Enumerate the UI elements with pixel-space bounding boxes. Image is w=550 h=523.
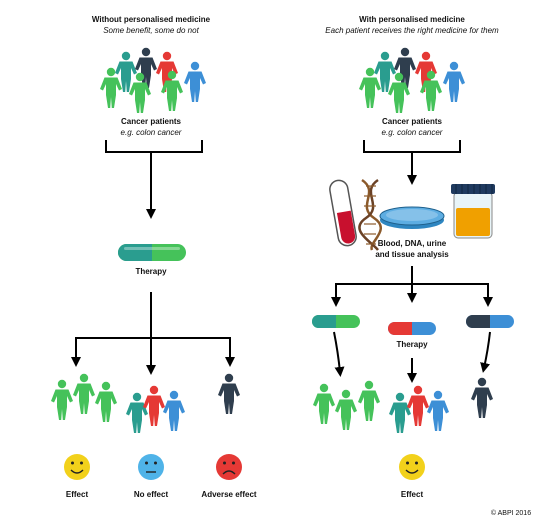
right-therapy-label: Therapy xyxy=(396,340,428,349)
right-pill-green xyxy=(312,315,360,328)
right-green-group xyxy=(313,380,380,430)
sad-face-icon xyxy=(216,454,242,480)
left-patients-example: e.g. colon cancer xyxy=(120,128,182,137)
petri-dish-icon xyxy=(379,206,445,229)
right-navy-group xyxy=(471,377,493,418)
left-no-effect-group xyxy=(126,385,185,433)
no-effect-label: No effect xyxy=(133,490,169,499)
left-subtitle: Some benefit, some do not xyxy=(103,26,199,35)
right-pill-navy-blue xyxy=(466,315,514,328)
left-patients-label: Cancer patients xyxy=(120,117,182,126)
left-title: Without personalised medicine xyxy=(91,15,211,24)
copyright-notice: © ABPI 2016 xyxy=(490,510,532,517)
neutral-face-icon xyxy=(138,454,164,480)
right-outcome-arrows xyxy=(333,331,491,383)
right-mixed-group xyxy=(389,385,449,433)
left-therapy-pill xyxy=(118,244,186,261)
left-patient-crowd xyxy=(100,47,206,113)
left-adverse-group xyxy=(218,373,240,414)
analysis-label-line2: and tissue analysis xyxy=(375,250,449,259)
right-title: With personalised medicine xyxy=(359,15,465,24)
analysis-label-line1: Blood, DNA, urine xyxy=(377,239,447,248)
right-pill-red-blue xyxy=(388,322,436,335)
left-branch-arrows xyxy=(71,292,235,375)
right-branch-arrows xyxy=(331,266,493,307)
right-bracket xyxy=(363,140,461,153)
left-bracket xyxy=(105,140,203,153)
left-effect-group xyxy=(51,373,117,422)
right-patients-example: e.g. colon cancer xyxy=(381,128,443,137)
urine-sample-jar-icon xyxy=(451,184,495,239)
right-happy-face-icon xyxy=(399,454,425,480)
effect-label: Effect xyxy=(65,490,89,499)
right-subtitle: Each patient receives the right medicine… xyxy=(325,26,499,35)
happy-face-icon xyxy=(64,454,90,480)
left-therapy-label: Therapy xyxy=(135,267,167,276)
right-patient-crowd xyxy=(359,47,465,113)
right-effect-label: Effect xyxy=(400,490,424,499)
adverse-effect-label: Adverse effect xyxy=(201,490,257,499)
blood-test-tube-icon xyxy=(329,179,357,247)
right-patients-label: Cancer patients xyxy=(381,117,443,126)
dna-helix-icon xyxy=(358,178,382,251)
